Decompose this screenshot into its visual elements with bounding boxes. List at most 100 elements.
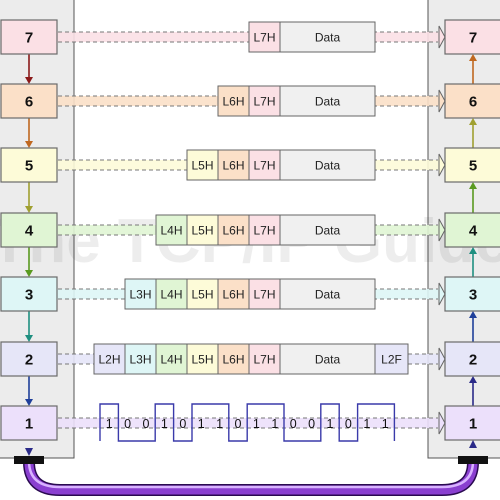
bit-label: 1 [271,417,278,431]
trailer-l2f [374,343,409,375]
down-arrow-5-to-4 [25,182,33,213]
layer-number: 6 [25,94,33,111]
up-arrow-2-to-3 [469,311,477,342]
layer-number: 2 [25,352,33,369]
header-l4h [155,343,188,375]
header-label: L3H [129,288,151,302]
layer-number: 6 [469,94,477,111]
right-up-arrow-from-cable [469,440,477,448]
bit-label: 1 [106,417,113,431]
header-label: L7H [253,224,275,238]
left-layer-3: 3 [0,276,58,312]
bit-label: 1 [161,417,168,431]
header-l5h [186,343,219,375]
right-layer-7: 7 [444,19,500,55]
layer-7-pdu: L7H Data [248,21,376,53]
bit-label: 0 [235,417,242,431]
header-label: L7H [253,353,275,367]
header-l3h [124,343,157,375]
layer-number: 5 [469,158,477,175]
left-layer-7: 7 [0,19,58,55]
data-field [279,343,376,375]
header-l3h [124,278,157,310]
bit-label: 1 [216,417,223,431]
right-layer-6: 6 [444,83,500,119]
data-label: Data [315,353,341,367]
layer-number: 4 [25,223,34,240]
header-l4h [155,214,188,246]
header-label: L4H [160,288,182,302]
bit-label: 1 [198,417,205,431]
up-arrow-6-to-7 [469,54,477,84]
header-label: L7H [253,288,275,302]
right-layer-5: 5 [444,147,500,183]
header-l5h [186,149,219,181]
header-label: L6H [222,95,244,109]
header-label: L4H [160,224,182,238]
data-label: Data [315,159,341,173]
header-label: L6H [222,159,244,173]
header-label: L5H [191,224,213,238]
right-cable-connector [458,456,488,464]
header-label: L5H [191,353,213,367]
layer-number: 4 [469,223,478,240]
bit-label: 0 [290,417,297,431]
data-field [279,21,376,53]
left-cable-connector [14,456,44,464]
data-field [279,214,376,246]
layer-number: 7 [469,30,477,47]
data-label: Data [315,31,341,45]
left-layer-6: 6 [0,83,58,119]
layer-number: 7 [25,30,33,47]
data-field [279,85,376,117]
left-layer-2: 2 [0,341,58,377]
header-label: L6H [222,224,244,238]
header-label: L7H [253,31,275,45]
layer-number: 3 [469,287,477,304]
layer-6-pdu: L6H L7H Data [217,85,376,117]
down-arrow-3-to-2 [25,311,33,342]
down-arrow-6-to-5 [25,118,33,148]
data-label: Data [315,288,341,302]
bit-label: 0 [143,417,150,431]
network-cable [14,440,488,496]
data-field [279,278,376,310]
header-l2h [93,343,126,375]
layer-number: 1 [25,416,33,433]
layer-number: 3 [25,287,33,304]
header-label: L4H [160,353,182,367]
bit-label: 0 [308,417,315,431]
right-layer-1: 1 [444,405,500,441]
bit-label: 0 [179,417,186,431]
data-label: Data [315,224,341,238]
header-label: L6H [222,288,244,302]
bit-label: 1 [253,417,260,431]
data-label: Data [315,95,341,109]
header-label: L3H [129,353,151,367]
header-label: L7H [253,159,275,173]
layer-4-pdu: L4H L5H L6H L7H Data [155,214,376,246]
header-label: L5H [191,288,213,302]
up-arrow-5-to-6 [469,118,477,148]
left-layer-1: 1 [0,405,58,441]
layer-3-pdu: L3H L4H L5H L6H L7H Data [124,278,376,310]
layer-number: 1 [469,416,477,433]
data-field [279,149,376,181]
left-down-arrow-to-cable [25,448,33,456]
header-l6h [217,343,250,375]
header-label: L7H [253,95,275,109]
layer-1-connector [57,411,446,435]
bit-label: 0 [124,417,131,431]
header-l4h [155,278,188,310]
bit-label: 1 [327,417,334,431]
layer-number: 5 [25,158,33,175]
header-label: L2H [98,353,120,367]
trailer-label: L2F [381,353,402,367]
up-arrow-3-to-4 [469,247,477,277]
left-layer-5: 5 [0,147,58,183]
right-layer-2: 2 [444,341,500,377]
